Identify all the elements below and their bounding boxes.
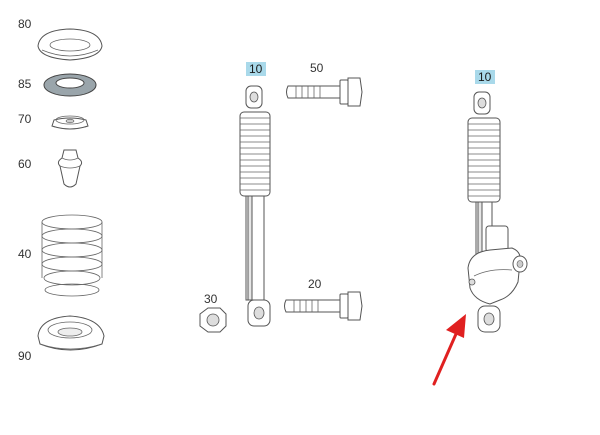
part-40-coil-spring: 40 (18, 214, 103, 297)
part-85-rubber-ring: 85 (18, 73, 97, 97)
part-10-shock-absorber-right: 10 (467, 70, 528, 333)
part-50-upper-bolt: 50 (286, 61, 363, 107)
label-40: 40 (18, 247, 32, 261)
part-90-spring-seat: 90 (18, 315, 105, 363)
label-10-highlight-box-right (475, 70, 495, 84)
label-70: 70 (18, 112, 32, 126)
part-30-nut: 30 (199, 292, 227, 333)
label-10-right: 10 (478, 70, 492, 84)
part-20-lower-bolt: 20 (284, 277, 363, 321)
label-90: 90 (18, 349, 32, 363)
label-10-highlight-box (246, 62, 266, 76)
label-20: 20 (308, 277, 322, 291)
part-80-spring-cap: 80 (18, 17, 103, 61)
red-pointer-arrow-icon (432, 314, 466, 386)
part-70-stop-cap: 70 (18, 112, 89, 130)
label-80: 80 (18, 17, 32, 31)
part-60-bump-stop: 60 (18, 149, 83, 188)
label-30: 30 (204, 292, 218, 306)
label-60: 60 (18, 157, 32, 171)
label-85: 85 (18, 77, 32, 91)
part-10-shock-absorber-left: 10 (239, 62, 271, 327)
label-50: 50 (310, 61, 324, 75)
label-10-left: 10 (249, 62, 263, 76)
